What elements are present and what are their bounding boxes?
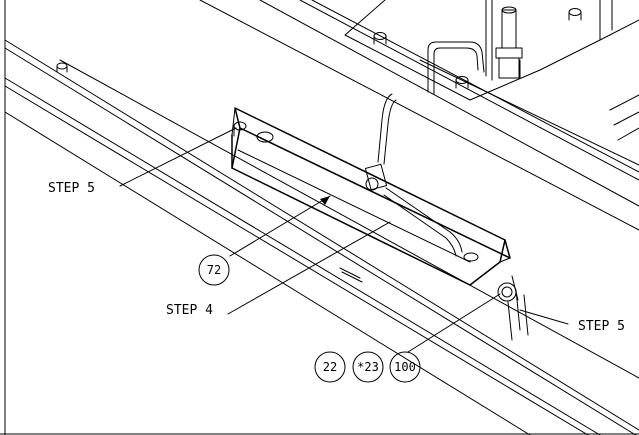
balloon-22: 22 [314,351,346,383]
center-fitting [364,93,463,257]
svg-text:72: 72 [207,263,221,277]
vertical-valve [485,0,523,81]
svg-text:22: 22 [323,360,337,374]
right-fitting [497,275,529,341]
balloon-72: 72 [198,254,230,286]
label-step5-left: STEP 5 [48,181,95,196]
upper-tubing [427,41,485,95]
balloon-100: 100 [389,351,421,383]
label-step5-right: STEP 5 [578,319,625,334]
balloon-23: *23 [352,351,384,383]
base-rails [4,0,639,435]
label-step4: STEP 4 [166,303,213,318]
left-fitting [233,121,247,137]
leaders [119,127,569,353]
manifold-bracket [231,107,511,286]
leader-arrowhead [320,196,330,205]
studs [56,8,582,89]
svg-text:100: 100 [394,360,416,374]
svg-text:*23: *23 [357,360,379,374]
